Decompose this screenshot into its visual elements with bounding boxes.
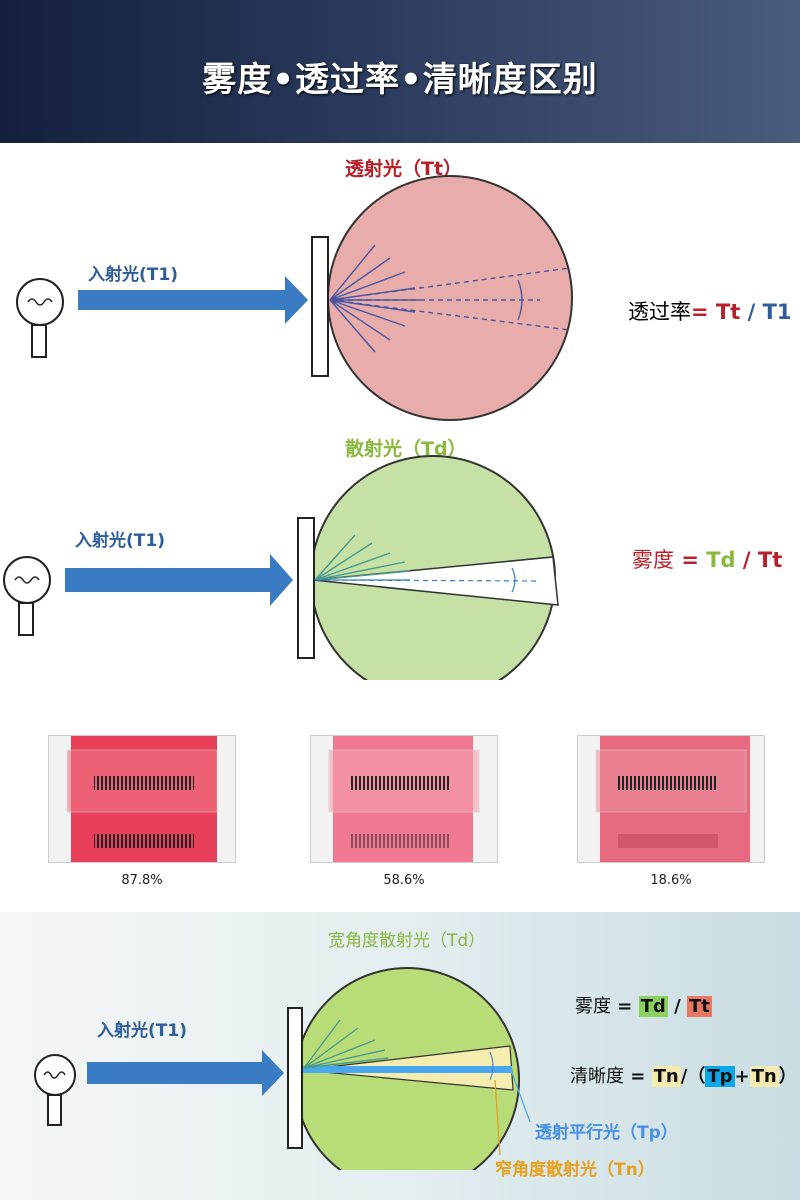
paren: ）	[778, 1066, 797, 1087]
parallel-beam	[302, 1066, 512, 1073]
narrow-angle-scatter-label: 窄角度散射光（Tn）	[495, 1160, 655, 1180]
equals: =	[681, 548, 699, 572]
formula-name: 透过率	[628, 300, 691, 324]
slash: /	[680, 1066, 688, 1087]
incident-arrow	[87, 1050, 284, 1096]
incident-arrow	[65, 554, 293, 606]
lamp-icon	[3, 556, 51, 636]
transmission-sphere	[327, 175, 573, 421]
scattered-light-label: 散射光（Td）	[345, 438, 467, 460]
slash: /	[742, 548, 751, 572]
page-title: 雾度•透过率•清晰度区别	[202, 60, 598, 100]
sample-slab	[311, 236, 329, 377]
incident-light-label: 入射光(T1)	[88, 265, 178, 285]
sample-slab	[287, 1007, 303, 1149]
haze-formula-2: 雾度 = Td / Tt	[575, 992, 712, 1018]
slash: /	[674, 996, 681, 1017]
sample-photo-3	[577, 735, 765, 863]
term-tn: Tn	[749, 1066, 779, 1087]
sample-caption: 58.6%	[383, 873, 425, 888]
term-t1: T1	[762, 300, 792, 324]
formula-name: 雾度	[632, 548, 674, 572]
term-tt: Tt	[686, 996, 712, 1017]
clarity-diagram	[34, 967, 531, 1170]
paren: （	[687, 1066, 706, 1087]
lamp-icon	[16, 278, 64, 358]
term-tt: Tt	[715, 300, 741, 324]
haze-formula: 雾度 = Td / Tt	[632, 544, 782, 574]
equals: =	[617, 996, 633, 1017]
term-tn: Tn	[651, 1066, 681, 1087]
term-td: Td	[706, 548, 736, 572]
sample-photo-2	[310, 735, 498, 863]
formula-name: 清晰度	[570, 1066, 624, 1087]
incident-arrow	[78, 276, 308, 324]
tp-pointer	[511, 1072, 531, 1123]
slash: /	[747, 300, 756, 324]
term-tt: Tt	[757, 548, 783, 572]
equals: =	[630, 1066, 646, 1087]
tn-pointer	[494, 1079, 501, 1156]
formula-name: 雾度	[575, 996, 611, 1017]
plus: +	[734, 1066, 750, 1087]
sample-photo-1	[48, 735, 236, 863]
incident-light-label: 入射光(T1)	[75, 531, 165, 551]
incident-light-label: 入射光(T1)	[97, 1021, 187, 1041]
clarity-formula: 清晰度 = Tn/（Tp+Tn）	[570, 1062, 797, 1088]
transmittance-diagram	[16, 175, 573, 421]
wide-angle-scatter-label: 宽角度散射光（Td）	[328, 931, 486, 951]
transmittance-formula: 透过率= Tt / T1	[628, 296, 792, 326]
haze-diagram	[3, 455, 559, 680]
transmitted-light-label: 透射光（Tt）	[345, 158, 463, 180]
sample-caption: 87.8%	[121, 873, 163, 888]
sample-caption: 18.6%	[650, 873, 692, 888]
term-tp: Tp	[705, 1066, 735, 1087]
parallel-light-label: 透射平行光（Tp）	[535, 1123, 678, 1143]
header-banner	[0, 0, 800, 143]
sample-slab	[297, 517, 315, 659]
term-td: Td	[638, 996, 668, 1017]
equals: =	[691, 300, 709, 324]
lamp-icon	[34, 1054, 76, 1126]
